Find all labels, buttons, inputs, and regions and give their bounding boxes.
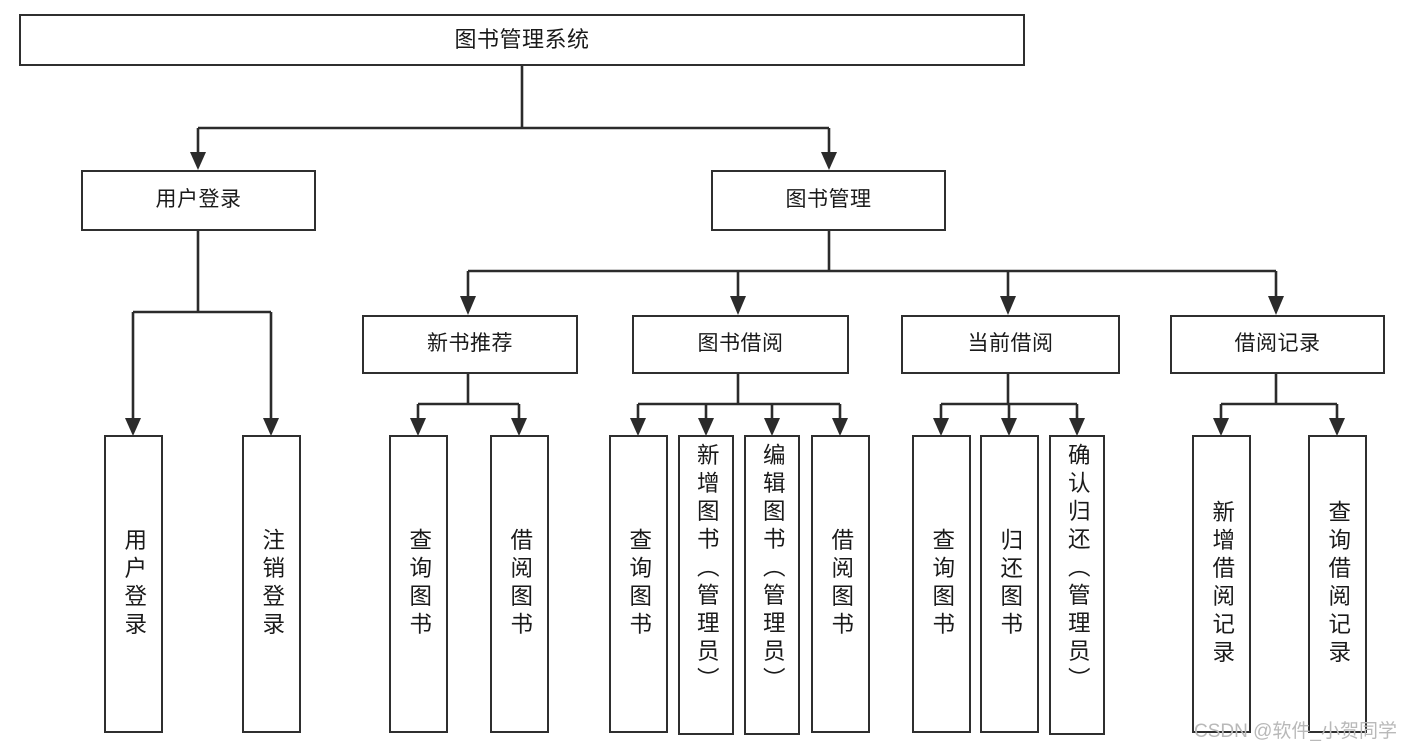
node-label: 用户登录 (155, 188, 242, 212)
node-label: 归还图书 (997, 528, 1023, 640)
arrow-br-1 (1213, 418, 1229, 436)
arrow-cb-1 (933, 418, 949, 436)
node-label: 图书借阅 (697, 332, 784, 356)
node-borrow-record[interactable]: 借阅记录 (1170, 315, 1385, 374)
node-label: 用户登录 (121, 528, 147, 640)
node-user-login[interactable]: 用户登录 (81, 170, 316, 231)
node-label: 确认归还（管理员） (1065, 443, 1091, 695)
node-current-borrow[interactable]: 当前借阅 (901, 315, 1120, 374)
arrow-book-manage (821, 152, 837, 170)
node-label: 借阅记录 (1234, 332, 1321, 356)
leaf-bb-borrow-book[interactable]: 借阅图书 (811, 435, 870, 733)
node-label: 新增图书（管理员） (694, 443, 720, 695)
arrow-nb-1 (410, 418, 426, 436)
arrow-nb-2 (511, 418, 527, 436)
arrow-bb-1 (630, 418, 646, 436)
arrow-borrow-record (1268, 296, 1284, 315)
node-label: 借阅图书 (507, 528, 533, 640)
arrow-leaf-user-login (125, 418, 141, 436)
arrow-user-login (190, 152, 206, 170)
leaf-bb-query-book[interactable]: 查询图书 (609, 435, 668, 733)
watermark-text: CSDN @软件_小贺同学 (1194, 721, 1397, 742)
arrow-bb-4 (832, 418, 848, 436)
node-label: 查询图书 (406, 528, 432, 640)
node-label: 新书推荐 (427, 332, 513, 356)
node-new-book-recommend[interactable]: 新书推荐 (362, 315, 578, 374)
node-root-book-management-system[interactable]: 图书管理系统 (19, 14, 1025, 66)
arrow-book-borrow (730, 296, 746, 315)
node-label: 查询图书 (929, 528, 955, 640)
leaf-br-query-record[interactable]: 查询借阅记录 (1308, 435, 1367, 733)
node-label: 借阅图书 (828, 528, 854, 640)
node-label: 图书管理 (785, 188, 872, 212)
node-label: 编辑图书（管理员） (760, 443, 786, 695)
arrow-new-book (460, 296, 476, 315)
leaf-bb-add-book-admin[interactable]: 新增图书（管理员） (678, 435, 734, 735)
leaf-bb-edit-book-admin[interactable]: 编辑图书（管理员） (744, 435, 800, 735)
node-label: 注销登录 (259, 528, 285, 640)
arrow-cb-2 (1001, 418, 1017, 436)
leaf-logout[interactable]: 注销登录 (242, 435, 301, 733)
leaf-cb-confirm-return-admin[interactable]: 确认归还（管理员） (1049, 435, 1105, 735)
arrow-current-borrow (1000, 296, 1016, 315)
node-label: 查询图书 (626, 528, 652, 640)
node-label: 查询借阅记录 (1325, 500, 1351, 668)
leaf-cb-return-book[interactable]: 归还图书 (980, 435, 1039, 733)
node-book-management[interactable]: 图书管理 (711, 170, 946, 231)
leaf-br-add-record[interactable]: 新增借阅记录 (1192, 435, 1251, 733)
node-label: 新增借阅记录 (1209, 500, 1235, 668)
arrow-br-2 (1329, 418, 1345, 436)
arrow-bb-2 (698, 418, 714, 436)
arrow-bb-3 (764, 418, 780, 436)
leaf-cb-query-book[interactable]: 查询图书 (912, 435, 971, 733)
leaf-nb-borrow-book[interactable]: 借阅图书 (490, 435, 549, 733)
node-book-borrow[interactable]: 图书借阅 (632, 315, 849, 374)
leaf-nb-query-book[interactable]: 查询图书 (389, 435, 448, 733)
arrow-cb-3 (1069, 418, 1085, 436)
node-label: 图书管理系统 (454, 27, 590, 53)
node-label: 当前借阅 (967, 332, 1054, 356)
arrow-leaf-logout (263, 418, 279, 436)
leaf-user-login[interactable]: 用户登录 (104, 435, 163, 733)
